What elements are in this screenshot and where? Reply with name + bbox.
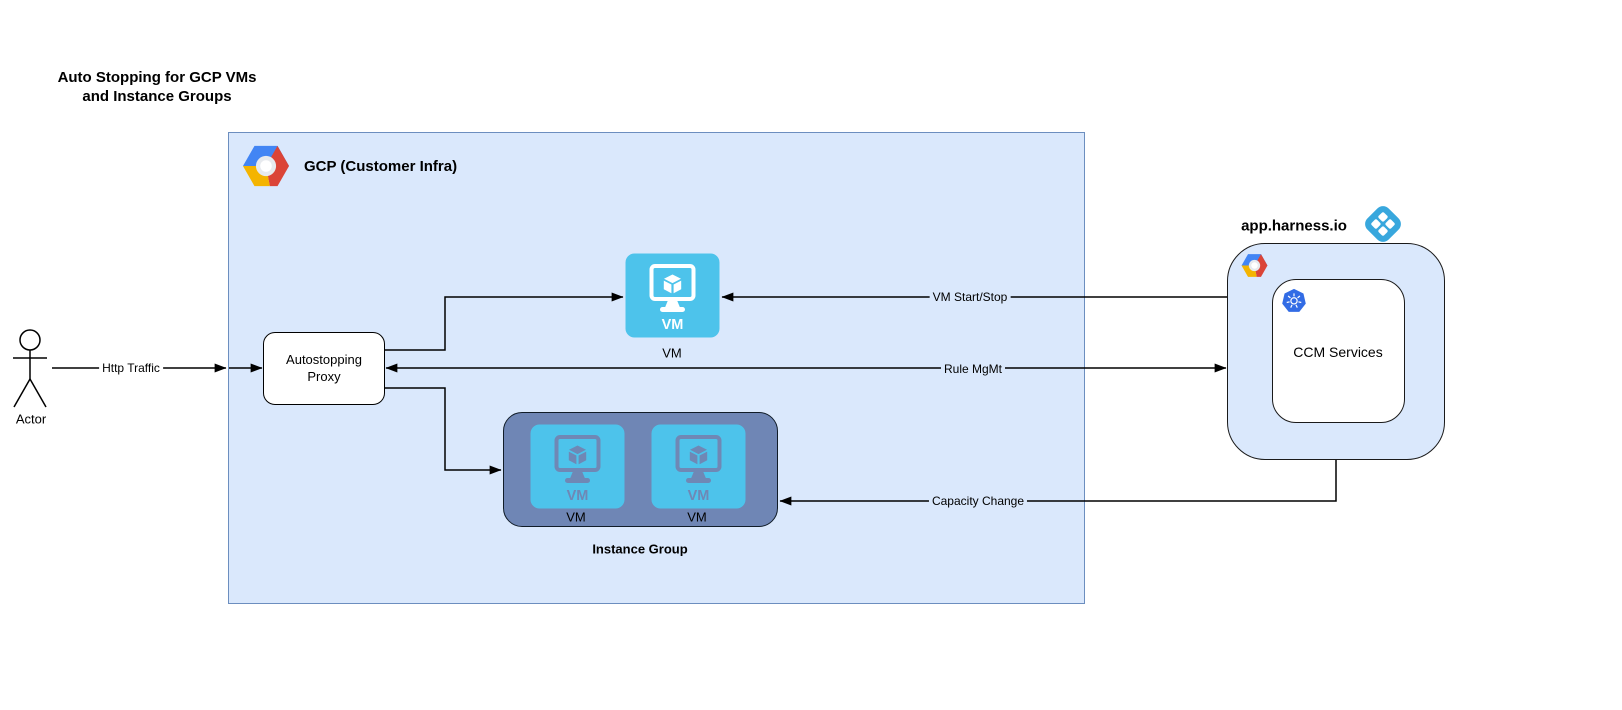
instance-group: VM VM — [503, 412, 778, 527]
instance-group-vm1-caption: VM — [566, 509, 586, 525]
gcp-logo-icon — [242, 145, 290, 187]
actor-label: Actor — [15, 411, 47, 427]
edge-label-capacity-change: Capacity Change — [928, 494, 1028, 508]
kubernetes-icon — [1282, 288, 1306, 312]
edge-label-vm-start-stop: VM Start/Stop — [929, 290, 1011, 304]
instance-group-label: Instance Group — [592, 541, 688, 557]
autostopping-proxy-label: Autostopping Proxy — [286, 351, 362, 384]
actor-icon — [13, 329, 47, 408]
gcp-logo-small-icon — [1241, 254, 1268, 277]
instance-group-vm2-caption: VM — [687, 509, 707, 525]
edge-label-rule-mgmt: Rule MgMt — [940, 362, 1006, 376]
autostopping-proxy-node: Autostopping Proxy — [263, 332, 385, 405]
edge-label-http-traffic: Http Traffic — [99, 361, 163, 375]
instance-group-vm2-icon: VM — [651, 424, 746, 509]
harness-title: app.harness.io — [1241, 217, 1347, 235]
vm-monitor-icon — [649, 264, 696, 312]
instance-group-vm2-icon-label: VM — [688, 488, 710, 504]
harness-logo-icon — [1365, 206, 1401, 242]
gcp-container-header: GCP (Customer Infra) — [242, 142, 457, 190]
vm-node-caption: VM — [662, 345, 682, 361]
vm-node-icon: VM — [625, 253, 720, 338]
instance-group-vm1-icon-label: VM — [567, 488, 589, 504]
gcp-container-label: GCP (Customer Infra) — [304, 157, 458, 175]
vm-icon-label: VM — [662, 317, 684, 333]
instance-group-vm1-icon: VM — [530, 424, 625, 509]
ccm-services-label: CCM Services — [1293, 344, 1383, 360]
diagram-title: Auto Stopping for GCP VMs and Instance G… — [57, 69, 257, 106]
